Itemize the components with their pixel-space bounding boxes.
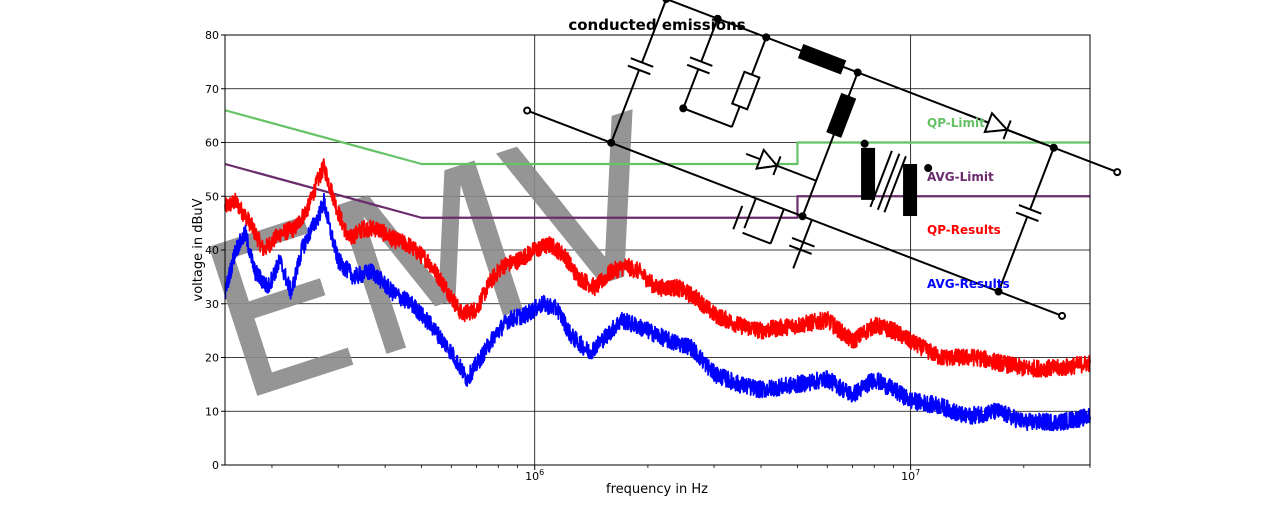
avg-limit-line: [224, 162, 1090, 219]
axis-ticks: 0 10 20 30 40 50 60 70 80 106 107: [205, 29, 1091, 483]
emi-filter-schematic: [523, 0, 1122, 320]
y-tick-label: 70: [205, 83, 219, 96]
avg-limit-label: AVG-Limit: [927, 170, 994, 184]
x-axis-label: frequency in Hz: [606, 482, 708, 497]
qp-limit-line: [224, 109, 1090, 166]
y-tick-label: 60: [205, 137, 219, 150]
x-tick-label: 106: [525, 468, 544, 483]
y-tick-label: 10: [205, 405, 219, 418]
avg-results-line: [224, 192, 1091, 432]
y-axis-label: voltage in dBuV: [191, 198, 206, 301]
y-tick-label: 30: [205, 298, 219, 311]
series-lines: [224, 109, 1091, 432]
y-tick-label: 40: [205, 244, 219, 257]
y-tick-label: 80: [205, 29, 219, 42]
avg-results-label: AVG-Results: [927, 277, 1010, 291]
qp-limit-label: QP-Limit: [927, 116, 985, 130]
qp-results-label: QP-Results: [927, 223, 1001, 237]
y-tick-label: 0: [212, 459, 219, 472]
qp-results-line: [224, 158, 1091, 378]
y-tick-label: 50: [205, 190, 219, 203]
y-tick-label: 20: [205, 352, 219, 365]
x-tick-label: 107: [901, 468, 920, 483]
